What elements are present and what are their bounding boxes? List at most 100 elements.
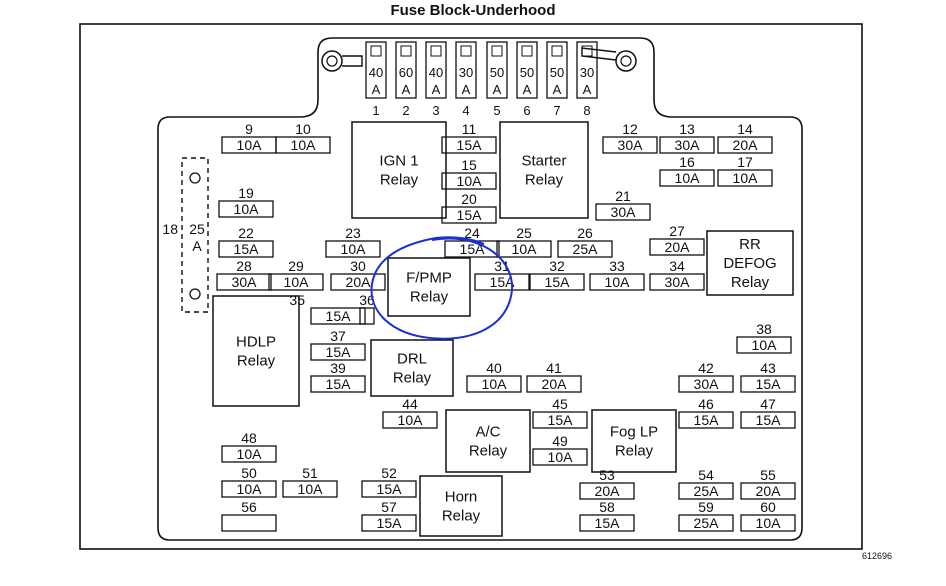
fuse-rating: 15A [548, 412, 574, 428]
fuse-number: 5 [493, 103, 500, 118]
fuse-body [576, 41, 598, 99]
fuse-rating: 10A [234, 201, 260, 217]
relay-label: Relay [615, 443, 654, 460]
fuse-rating: 40 [369, 65, 383, 80]
fuse-rating: 30A [665, 274, 691, 290]
fuse-terminal [430, 45, 442, 57]
fuse-number: 39 [330, 360, 346, 376]
fuse-rating: 30A [232, 274, 258, 290]
fuse-number: 37 [330, 328, 346, 344]
fuse-body [365, 41, 387, 99]
fuse-number: 34 [669, 258, 685, 274]
fuse-block-outline [157, 37, 803, 541]
fuse-body [361, 480, 417, 498]
fuse-body [579, 514, 635, 532]
fuse-rating: 10A [237, 137, 263, 153]
fuse-body [359, 307, 375, 325]
fuse-number: 32 [549, 258, 565, 274]
fuse-rating: 20A [733, 137, 759, 153]
relay-body [370, 339, 454, 397]
fuse-body [717, 169, 773, 187]
fuse-number: 12 [622, 121, 638, 137]
fuse-body [486, 41, 508, 99]
fuse-rating: 10A [237, 481, 263, 497]
fuse-number: 48 [241, 430, 257, 446]
fuse-rating: 15A [377, 515, 403, 531]
fuse-rating: 10A [733, 170, 759, 186]
fuse-body [649, 238, 705, 256]
fuse-number: 35 [289, 292, 305, 308]
relay-label: Horn [445, 489, 478, 506]
fuse-body [602, 136, 658, 154]
fuse-body [659, 136, 715, 154]
fuse-unit: A [493, 82, 502, 97]
fuse-rating: 15A [460, 241, 486, 257]
fuse-body [740, 411, 796, 429]
fuse-rating: 15A [595, 515, 621, 531]
fuse-unit: A [583, 82, 592, 97]
fuse-body [532, 411, 588, 429]
fuse-number: 33 [609, 258, 625, 274]
relay-label: RR [739, 236, 761, 253]
fuse-number: 40 [486, 360, 502, 376]
fuse-number: 60 [760, 499, 776, 515]
fuse-number: 28 [236, 258, 252, 274]
fuse-unit: A [192, 238, 202, 254]
fuse-rating: 20A [595, 483, 621, 499]
fuse-number: 17 [737, 154, 753, 170]
fuse-rating: 10A [756, 515, 782, 531]
relay-label: DRL [397, 351, 427, 368]
relay-label: Relay [410, 289, 449, 306]
fuse-rating: 25A [694, 483, 720, 499]
fuse-rating: 10A [291, 137, 317, 153]
fuse-rating: 10A [482, 376, 508, 392]
relay-label: A/C [475, 424, 500, 441]
fuse-number: 54 [698, 467, 714, 483]
fuse-number: 19 [238, 185, 254, 201]
fuse-body [557, 240, 613, 258]
fuse-rating: 30A [611, 204, 637, 220]
fuse-body [496, 240, 552, 258]
fuse-body [330, 273, 386, 291]
relay-label: IGN 1 [379, 153, 418, 170]
fuse-body [595, 203, 651, 221]
fuse-number: 8 [583, 103, 590, 118]
mount-hole-right [615, 50, 637, 72]
fuse-number: 50 [241, 465, 257, 481]
fuse-body [516, 41, 538, 99]
fuse-rating: 15A [234, 241, 260, 257]
fuse-rating: 20A [542, 376, 568, 392]
relay-body [351, 121, 447, 219]
fuse-number: 13 [679, 121, 695, 137]
fuse-rating: 15A [326, 308, 352, 324]
fuse-terminal [581, 45, 593, 57]
fuse-number: 51 [302, 465, 318, 481]
fuse-number: 58 [599, 499, 615, 515]
fuse-number: 11 [462, 121, 477, 137]
fuse-body [441, 206, 497, 224]
fuse-number: 6 [523, 103, 530, 118]
fuse-rating: 10A [548, 449, 574, 465]
relay-label: Relay [442, 508, 481, 525]
